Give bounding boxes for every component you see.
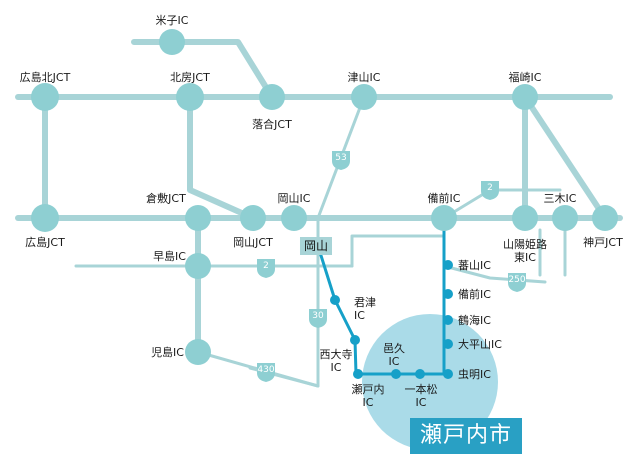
sanyo-himeji-label: 山陽姫路 東IC <box>503 238 547 264</box>
sanyo-himeji-node[interactable] <box>512 205 538 231</box>
hasuyama-ic-node[interactable] <box>443 260 453 270</box>
hiroshima-jct-node[interactable] <box>31 204 59 232</box>
route-53-shield-icon: 53 <box>330 149 352 171</box>
kimitsu-ic-node[interactable] <box>330 295 340 305</box>
ohirayama-ic-node[interactable] <box>443 339 453 349</box>
tsurumi-ic-node[interactable] <box>443 315 453 325</box>
bizen-ic-label: 備前IC <box>427 192 461 205</box>
ippommatsu-ic-node[interactable] <box>415 369 425 379</box>
miki-ic-node[interactable] <box>552 205 578 231</box>
ippommatsu-ic-label: 一本松 IC <box>404 383 438 409</box>
route-250-number: 250 <box>508 275 526 285</box>
okayama-ic-node[interactable] <box>281 205 307 231</box>
kitafusa-jct-label: 北房JCT <box>170 71 210 84</box>
ochiai-jct-label: 落合JCT <box>252 118 292 131</box>
tsuyama-ic-node[interactable] <box>351 84 377 110</box>
oku-ic-node[interactable] <box>391 369 401 379</box>
oku-ic-label: 邑久 IC <box>383 342 405 368</box>
route-2-east-shield-icon: 2 <box>479 179 501 201</box>
tsurumi-ic-label: 鶴海IC <box>458 314 491 327</box>
bizen-ic-node[interactable] <box>431 205 457 231</box>
saidaiji-ic-label: 西大寺 IC <box>319 348 353 374</box>
fukusaki-ic-label: 福崎IC <box>508 71 542 84</box>
route-430-shield-icon: 430 <box>255 361 277 383</box>
route-250-road <box>442 264 547 284</box>
setouchi-ic-label: 瀬戸内 IC <box>351 383 385 409</box>
route-30-shield-icon: 30 <box>307 307 329 329</box>
route-250-shield-icon: 250 <box>506 271 528 293</box>
bizen2-ic-node[interactable] <box>443 289 453 299</box>
hasuyama-ic-label: 蕃山IC <box>458 259 491 272</box>
ochiai-jct-node[interactable] <box>259 84 285 110</box>
yonago-ic-label: 米子IC <box>155 14 189 27</box>
route-53-number: 53 <box>335 153 347 163</box>
route-30-number: 30 <box>312 311 324 321</box>
mushiake-ic-label: 虫明IC <box>458 368 491 381</box>
kimitsu-ic-label: 君津 IC <box>354 296 376 322</box>
kobe-jct-label: 神戸JCT <box>583 236 623 249</box>
route-430-number: 430 <box>257 365 275 375</box>
kojima-ic-node[interactable] <box>185 339 211 365</box>
okayama-jct-node[interactable] <box>240 205 266 231</box>
okayama-expressway <box>187 94 256 221</box>
setouchi-city-banner: 瀬戸内市 <box>410 418 523 454</box>
okayama-city-label: 岡山 <box>299 237 333 255</box>
hiroshima-jct-label: 広島JCT <box>25 236 65 249</box>
kojima-ic-label: 児島IC <box>151 346 184 359</box>
tsuyama-ic-label: 津山IC <box>347 71 381 84</box>
setouchi-ic-node[interactable] <box>353 369 363 379</box>
okayama-ic-label: 岡山IC <box>277 192 311 205</box>
mushiake-ic-node[interactable] <box>443 369 453 379</box>
route-2-shield-icon: 2 <box>255 257 277 279</box>
hiroshima-kita-jct-node[interactable] <box>31 83 59 111</box>
kurashiki-jct-label: 倉敷JCT <box>146 192 186 205</box>
himeji-kobe-link <box>522 94 608 221</box>
hayashima-ic-node[interactable] <box>185 253 211 279</box>
hayashima-ic-label: 早島IC <box>153 250 186 263</box>
okayama-jct-label: 岡山JCT <box>233 236 273 249</box>
route-2-number: 2 <box>263 261 269 271</box>
okayama-east-road <box>350 234 446 268</box>
miki-ic-label: 三木IC <box>543 192 577 205</box>
saidaiji-ic-node[interactable] <box>350 335 360 345</box>
setouchi-area-circle <box>362 314 498 450</box>
ohirayama-ic-label: 大平山IC <box>458 338 502 351</box>
route-2-east-number: 2 <box>487 183 493 193</box>
hiroshima-kita-jct-label: 広島北JCT <box>19 71 71 84</box>
yonago-ic-node[interactable] <box>159 29 185 55</box>
kitafusa-jct-node[interactable] <box>176 83 204 111</box>
kobe-jct-node[interactable] <box>592 205 618 231</box>
bizen2-ic-label: 備前IC <box>458 288 491 301</box>
yonago-expressway <box>131 39 275 100</box>
kurashiki-jct-node[interactable] <box>185 205 211 231</box>
fukusaki-ic-node[interactable] <box>512 84 538 110</box>
